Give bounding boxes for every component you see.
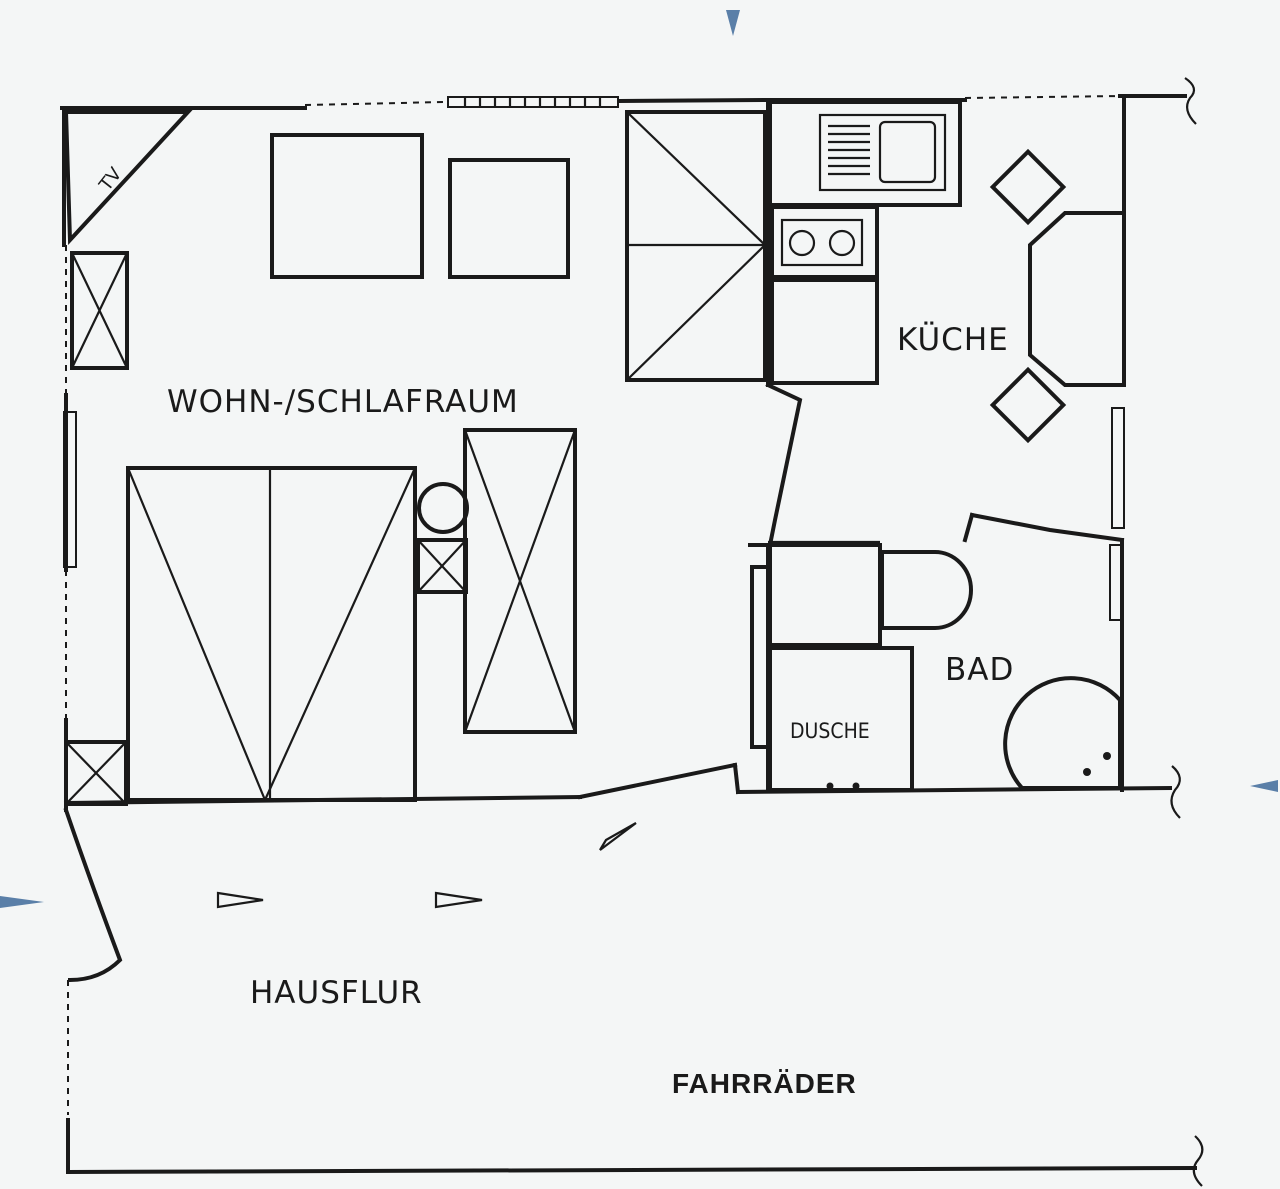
room-labels: WOHN-/SCHLAFRAUM KÜCHE BAD DUSCHE HAUSFL…: [167, 321, 1014, 1099]
kitchen-fixtures: [768, 100, 1126, 444]
living-furniture: TV: [63, 110, 767, 806]
room-label-bikes: FAHRRÄDER: [672, 1068, 857, 1099]
windows: [63, 96, 1125, 621]
room-label-hall: HAUSFLUR: [250, 975, 423, 1011]
room-label-bath: BAD: [945, 652, 1014, 688]
bath-fixtures: [750, 543, 1122, 792]
tv-label: TV: [95, 163, 127, 196]
marker-top: [726, 10, 740, 36]
room-label-shower: DUSCHE: [790, 719, 870, 743]
section-markers: [0, 10, 1278, 908]
room-label-living: WOHN-/SCHLAFRAUM: [167, 384, 519, 420]
marker-right: [1250, 780, 1278, 792]
marker-left: [0, 896, 44, 908]
entry-arrows: [216, 822, 637, 909]
room-label-kitchen: KÜCHE: [897, 321, 1009, 358]
